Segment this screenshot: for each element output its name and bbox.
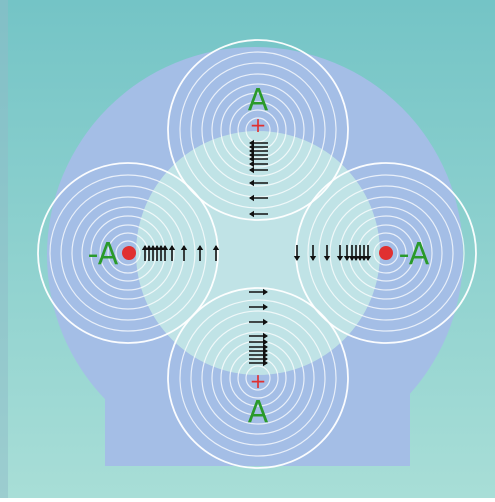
ring-right xyxy=(365,232,407,274)
ring-right xyxy=(329,196,443,310)
arrow-up-icon-head xyxy=(168,245,176,250)
ring-bottom xyxy=(190,310,326,446)
arrow-down-icon-head xyxy=(293,256,301,261)
arrow-up-icon-head xyxy=(161,245,169,250)
plus-sign-icon: + xyxy=(250,113,267,137)
arrow-left-icon-head xyxy=(249,210,254,218)
ring-left xyxy=(81,206,175,300)
arrow-left-icon-head xyxy=(249,194,254,202)
red-dot-icon xyxy=(122,246,136,260)
arrow-right-icon-head xyxy=(263,318,268,326)
plus-sign-icon: + xyxy=(250,369,267,393)
ring-left xyxy=(107,232,149,274)
ring-bottom xyxy=(245,365,271,391)
arrow-down-icon-head xyxy=(364,256,372,261)
ring-left xyxy=(37,162,219,344)
arrow-right-icon-head xyxy=(263,359,268,367)
ring-left xyxy=(60,185,196,321)
arrow-right-icon-head xyxy=(263,338,268,346)
arrow-down-icon-head xyxy=(343,256,351,261)
ring-left xyxy=(99,224,157,282)
ring-top xyxy=(179,51,337,209)
arrow-up-icon-head xyxy=(212,245,220,250)
arrow-up-icon-head xyxy=(196,245,204,250)
arrow-right-icon-head xyxy=(263,288,268,296)
ring-top xyxy=(201,73,315,187)
charge-right xyxy=(379,246,393,260)
label-top: A xyxy=(248,83,269,118)
arrow-up-icon-head xyxy=(180,245,188,250)
ring-top xyxy=(229,101,287,159)
red-dot-icon xyxy=(379,246,393,260)
arrow-left-icon-head xyxy=(249,160,254,168)
label-bottom: A xyxy=(248,395,269,430)
arrow-right-icon-head xyxy=(263,332,268,340)
arrow-left-icon-head xyxy=(249,155,254,163)
arrow-left-icon-head xyxy=(249,179,254,187)
ring-top xyxy=(211,83,305,177)
ring-top xyxy=(167,39,349,221)
ring-top xyxy=(190,62,326,198)
arrow-down-icon-head xyxy=(336,256,344,261)
ring-right xyxy=(373,240,399,266)
ring-bottom xyxy=(167,287,349,469)
arrow-down-icon-head xyxy=(309,256,317,261)
ring-left xyxy=(49,174,207,332)
ring-right xyxy=(318,185,454,321)
ring-top xyxy=(237,109,279,151)
ring-bottom xyxy=(229,349,287,407)
ring-bottom xyxy=(179,299,337,457)
label-left: -A xyxy=(88,237,119,272)
ring-bottom xyxy=(211,331,305,425)
ring-top xyxy=(220,92,296,168)
ring-left xyxy=(115,240,141,266)
ring-right xyxy=(295,162,477,344)
left-edge-strip xyxy=(0,0,8,498)
ring-bottom xyxy=(220,340,296,416)
field-arrows xyxy=(141,139,372,367)
ring-right xyxy=(348,215,424,291)
ring-top xyxy=(245,117,271,143)
ring-right xyxy=(307,174,465,332)
arrow-down-icon-head xyxy=(323,256,331,261)
label-right: -A xyxy=(399,237,430,272)
ring-right xyxy=(357,224,415,282)
arrow-right-icon-head xyxy=(263,303,268,311)
ring-bottom xyxy=(237,357,279,399)
charge-left xyxy=(122,246,136,260)
arrow-left-icon-head xyxy=(249,166,254,174)
